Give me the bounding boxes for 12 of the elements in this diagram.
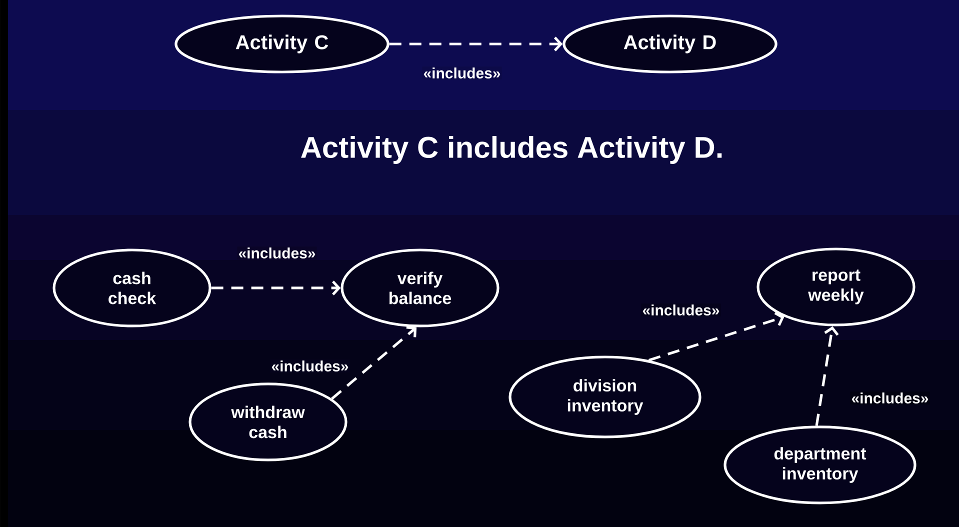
edge-label: «includes» (270, 359, 350, 372)
edge-label: «includes» (237, 246, 317, 260)
include-arrow (389, 36, 563, 52)
include-arrow (648, 312, 784, 362)
node-label: department inventory (774, 447, 866, 483)
edge-label: «includes» (850, 391, 930, 404)
include-arrow (331, 326, 417, 400)
edge-label: «includes» (641, 303, 721, 316)
edge-label: «includes» (422, 66, 502, 80)
include-arrow (211, 280, 341, 296)
heading: Activity C includes Activity D. (301, 136, 722, 164)
include-arrow (815, 326, 839, 426)
